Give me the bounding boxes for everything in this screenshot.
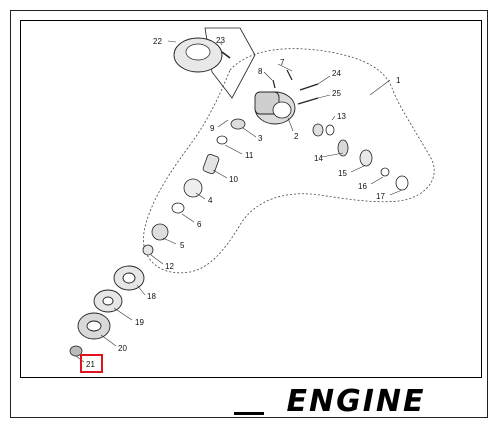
callout-17: 17 xyxy=(376,192,385,201)
callout-10: 10 xyxy=(229,175,238,184)
outer-border xyxy=(10,10,488,418)
housing-outline xyxy=(143,48,435,274)
part-23-screw xyxy=(221,51,231,59)
callout-6: 6 xyxy=(197,220,202,229)
callout-7: 7 xyxy=(280,58,285,67)
callout-11: 11 xyxy=(245,151,254,160)
callout-8: 8 xyxy=(258,67,263,76)
engine-logo: ENGINE xyxy=(234,384,426,416)
callout-5: 5 xyxy=(180,241,185,250)
callout-2: 2 xyxy=(294,132,299,141)
logo-underline xyxy=(234,412,264,415)
callout-19: 19 xyxy=(135,318,144,327)
diagram-border xyxy=(20,20,482,378)
bolt-parts xyxy=(272,69,319,105)
callout-4: 4 xyxy=(208,196,213,205)
callout-labels: 1 2 3 4 5 6 7 8 9 10 11 12 13 14 15 16 1… xyxy=(118,36,401,353)
engine-logo-text: ENGINE xyxy=(287,384,426,416)
callout-12: 12 xyxy=(165,262,174,271)
shaft-components xyxy=(142,118,246,256)
callout-23: 23 xyxy=(216,36,225,45)
callout-14: 14 xyxy=(314,154,323,163)
callout-22: 22 xyxy=(153,37,162,46)
callout-21[interactable]: 21 xyxy=(86,360,95,369)
leader-lines xyxy=(75,40,403,363)
gear-head xyxy=(254,91,296,125)
callout-24: 24 xyxy=(332,69,341,78)
callout-3: 3 xyxy=(258,134,263,143)
callout-20: 20 xyxy=(118,344,127,353)
callout-18: 18 xyxy=(147,292,156,301)
callout-9: 9 xyxy=(210,124,215,133)
part-22-cover-inner xyxy=(185,43,211,61)
highlight-box-21[interactable] xyxy=(80,354,103,373)
plate-parts xyxy=(77,265,145,340)
shaft-parts xyxy=(312,123,409,191)
callout-1: 1 xyxy=(396,76,401,85)
callout-16: 16 xyxy=(358,182,367,191)
callout-15: 15 xyxy=(338,169,347,178)
callout-13: 13 xyxy=(337,112,346,121)
callout-25: 25 xyxy=(332,89,341,98)
